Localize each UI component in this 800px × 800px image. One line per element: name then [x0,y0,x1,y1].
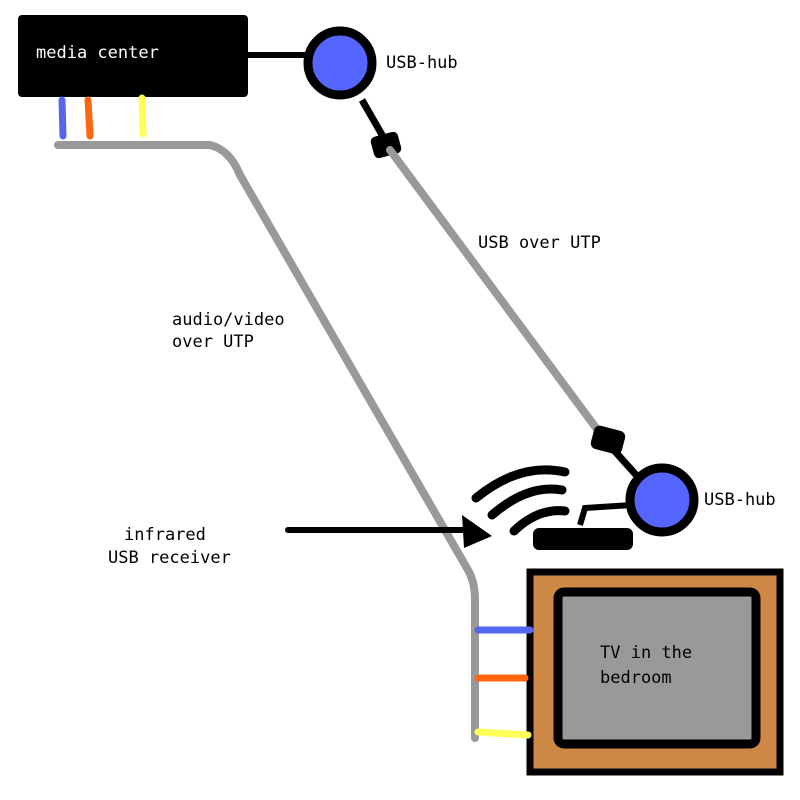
ir-receiver-pointer-arrow [285,515,492,548]
media-center-box: media center [18,15,248,97]
usb-hub-bottom-label: USB-hub [704,490,776,510]
tv-label-line2: bedroom [600,668,672,688]
usb-hub-top-icon [303,26,377,100]
ir-receiver [471,465,633,550]
ir-receiver-label-line2: USB receiver [108,548,231,568]
media-center-body [18,15,248,97]
yellow-input-wire [474,728,532,739]
media-center-label: media center [36,43,159,63]
usb-hub-bottom: USB-hub [625,463,776,537]
ir-wave-outer-icon [471,465,570,503]
arrow-head-icon [462,515,492,548]
ir-wave-inner-icon [509,506,570,536]
orange-output-wire [84,96,94,140]
tv-av-inputs [474,626,534,739]
media-center-av-outputs [58,94,147,140]
tv: TV in the bedroom [526,568,784,776]
usb-hub-top: USB-hub [303,26,458,100]
usb-over-utp-cable [386,146,609,444]
audio-video-cable [54,141,479,742]
blue-output-wire [58,96,67,140]
tv-screen [553,587,761,749]
ir-receiver-label-line1: infrared [124,525,206,545]
usb-hub-bottom-icon [625,463,699,537]
yellow-output-wire [138,94,147,138]
usb-hub-top-label: USB-hub [386,53,458,73]
av-cable-label-line1: audio/video [172,310,285,330]
ir-receiver-body [533,528,633,550]
usb-hub-top-stub [358,98,389,142]
av-cable-label-line2: over UTP [172,332,254,352]
tv-label-line1: TV in the [600,643,692,663]
ir-wave-middle-icon [487,484,567,520]
usb-utp-adapter-bottom [590,425,626,455]
hub-to-receiver-cable [577,502,633,526]
usb-cable-label: USB over UTP [478,233,601,253]
